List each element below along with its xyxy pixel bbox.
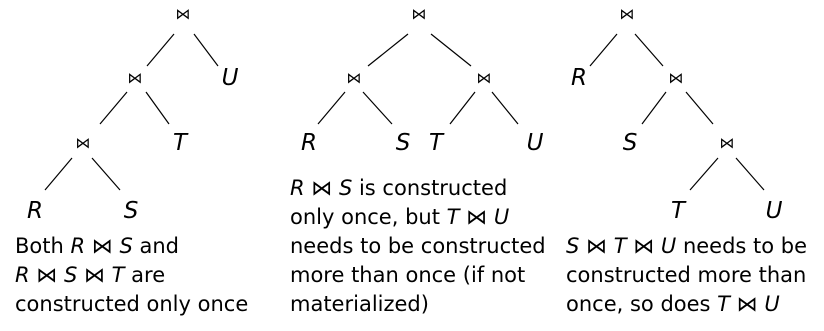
edge: [91, 157, 121, 191]
left-deep-caption: Both R ⋈ S and R ⋈ S ⋈ T are constructed…: [15, 232, 248, 319]
edge: [641, 91, 667, 125]
edge: [634, 33, 664, 67]
left-deep-tree-edges: [44, 33, 219, 191]
join-node-root: ⋈: [411, 5, 427, 23]
leaf-s: S: [622, 130, 638, 156]
leaf-u: U: [765, 198, 783, 224]
edge: [735, 157, 765, 191]
right-deep-caption: S ⋈ T ⋈ U needs to be constructed more t…: [566, 232, 807, 319]
leaf-r: R: [301, 130, 317, 156]
edge: [491, 91, 519, 125]
edge: [589, 33, 618, 67]
leaf-s: S: [395, 130, 411, 156]
caption-line: S ⋈ T ⋈ U needs to be: [566, 234, 808, 258]
join-node-left: ⋈: [346, 69, 362, 87]
right-deep-join-tree: ⋈ R ⋈ S ⋈ T U: [560, 0, 824, 331]
join-node-mid: ⋈: [127, 69, 143, 87]
leaf-u: U: [526, 130, 544, 156]
join-node-right: ⋈: [476, 69, 492, 87]
caption-line: needs to be constructed: [290, 234, 546, 258]
left-deep-join-tree: ⋈ ⋈ U ⋈ T R S: [0, 0, 270, 331]
join-node-low: ⋈: [719, 134, 735, 152]
edge: [367, 33, 409, 67]
bushy-tree-edges: [317, 33, 519, 125]
caption-line: materialized): [290, 292, 429, 316]
edge: [145, 91, 170, 125]
caption-line: once, so does T ⋈ U: [566, 292, 780, 316]
edge: [44, 157, 73, 191]
edge: [449, 91, 476, 125]
caption-line: constructed only once: [15, 292, 249, 316]
leaf-t: T: [670, 198, 686, 224]
caption-line: only once, but T ⋈ U: [290, 205, 510, 229]
caption-line: Both R ⋈ S and: [15, 234, 179, 258]
leaf-r: R: [27, 198, 43, 224]
caption-line: R ⋈ S is constructed: [290, 176, 508, 200]
leaf-u: U: [221, 65, 239, 91]
edge: [685, 91, 714, 125]
edge: [362, 91, 393, 125]
edge: [317, 91, 346, 125]
caption-line: more than once (if not: [290, 263, 526, 287]
leaf-t: T: [428, 130, 444, 156]
leaf-s: S: [123, 198, 139, 224]
edge: [193, 33, 219, 67]
bushy-join-tree: ⋈ ⋈ ⋈ R S T U: [270, 0, 560, 331]
join-node-low: ⋈: [75, 134, 91, 152]
caption-line: R ⋈ S ⋈ T are: [15, 263, 166, 287]
right-deep-tree-edges: [589, 33, 765, 191]
edge: [430, 33, 472, 67]
edge: [146, 33, 175, 67]
edge: [99, 91, 128, 125]
edge: [689, 157, 719, 191]
join-node-root: ⋈: [619, 5, 635, 23]
leaf-r: R: [571, 65, 587, 91]
caption-line: constructed more than: [566, 263, 807, 287]
join-node-mid: ⋈: [668, 69, 684, 87]
join-node-root: ⋈: [175, 5, 191, 23]
leaf-t: T: [172, 130, 188, 156]
bushy-caption: R ⋈ S is constructed only once, but T ⋈ …: [290, 174, 546, 319]
